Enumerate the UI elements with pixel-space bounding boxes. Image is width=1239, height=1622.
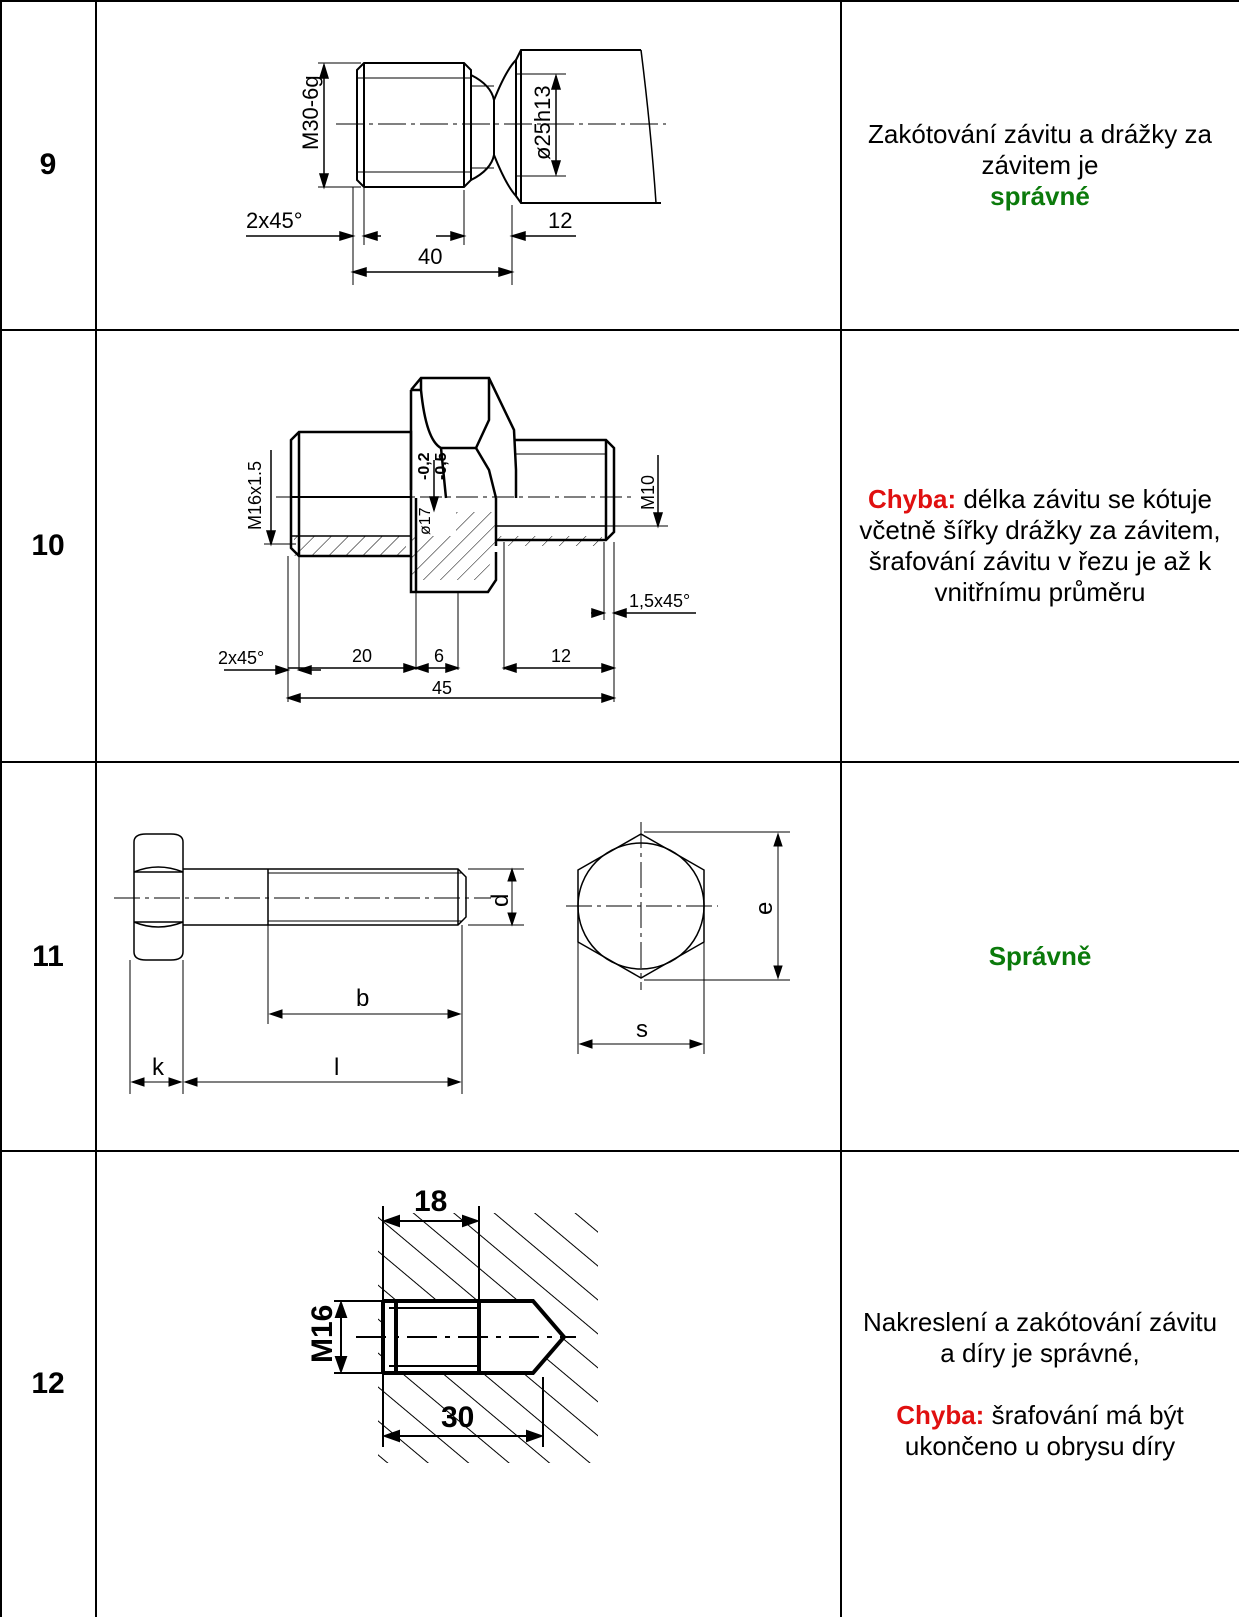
table-border	[0, 761, 1239, 763]
table-row: 10	[0, 330, 1239, 762]
table-border	[95, 0, 97, 1617]
error-text: šrafování má být ukončeno u obrysu díry	[904, 1399, 1184, 1461]
table-border	[0, 0, 2, 1617]
label-d17: ø17	[417, 507, 434, 535]
label-d25: ø25h13	[530, 85, 555, 160]
label-tol-upper: -0,2	[416, 452, 433, 480]
label-m30: M30-6g	[298, 75, 323, 150]
label-chamfer-2: 2x45°	[218, 648, 264, 668]
label-b: b	[356, 985, 369, 1012]
label-30: 30	[441, 1401, 474, 1434]
bolt-dimension-drawing: d e b s k l	[96, 762, 841, 1151]
label-m16: M16	[306, 1305, 339, 1363]
union-dimension-drawing: M16x1.5 -0,2 -0,5 ø17 M10 1,5x45° 2x45° …	[96, 330, 841, 762]
label-18: 18	[414, 1185, 447, 1218]
label-chamfer: 2x45°	[246, 208, 303, 233]
table-row: 11	[0, 762, 1239, 1151]
label-chamfer-15: 1,5x45°	[629, 591, 690, 611]
description-error: Chyba: šrafování má být ukončeno u obrys…	[847, 1400, 1233, 1462]
table-border	[0, 329, 1239, 331]
label-6: 6	[434, 646, 444, 666]
row-description: Zakótování závitu a drážky za závitem je…	[841, 0, 1239, 330]
label-d: d	[487, 894, 514, 907]
label-40: 40	[418, 244, 442, 269]
tapped-hole-drawing: 18 M16 30	[96, 1151, 841, 1617]
row-description: Chyba: délka závitu se kótuje včetně šíř…	[841, 330, 1239, 762]
error-label: Chyba:	[896, 1399, 985, 1430]
thread-dimension-drawing: M30-6g ø25h13 2x45° 12 40	[96, 0, 841, 330]
description-text: Chyba: délka závitu se kótuje včetně šíř…	[847, 484, 1233, 608]
row-description: Nakreslení a zakótování závitu a díry je…	[841, 1151, 1239, 1617]
drawing-row-9: M30-6g ø25h13 2x45° 12 40	[246, 49, 666, 285]
label-45: 45	[432, 678, 452, 698]
label-s: s	[636, 1016, 648, 1043]
description-text: Nakreslení a zakótování závitu a díry je…	[862, 1306, 1218, 1368]
table-border	[0, 0, 1239, 2]
label-l: l	[334, 1054, 339, 1081]
table-row: 12	[0, 1151, 1239, 1617]
label-e: e	[751, 902, 778, 915]
description-text: Zakótování závitu a drážky za závitem je	[868, 118, 1212, 180]
error-label: Chyba:	[868, 484, 957, 514]
row-number: 9	[39, 148, 57, 181]
label-k: k	[152, 1054, 165, 1081]
label-12: 12	[551, 646, 571, 666]
label-m10: M10	[638, 475, 658, 510]
table-border	[0, 1150, 1239, 1152]
row-number: 12	[31, 1367, 65, 1400]
drawing-row-11: d e b s k l	[114, 822, 790, 1094]
row-number: 11	[32, 939, 64, 973]
label-20: 20	[352, 646, 372, 666]
error-text: délka závitu se kótuje včetně šířky dráž…	[859, 484, 1221, 607]
table-row: 9	[0, 0, 1239, 330]
verdict-correct: správné	[990, 180, 1090, 211]
label-12: 12	[548, 208, 572, 233]
row-number: 10	[31, 529, 65, 562]
verdict-correct: Správně	[988, 941, 1092, 971]
drawing-row-12: 18 M16 30	[306, 1185, 598, 1463]
label-tol-lower: -0,5	[433, 452, 450, 480]
label-m16x15: M16x1.5	[245, 461, 265, 530]
drawing-row-10: M16x1.5 -0,2 -0,5 ø17 M10 1,5x45° 2x45° …	[218, 376, 696, 704]
table-border	[840, 0, 842, 1617]
row-description: Správně	[841, 762, 1239, 1151]
